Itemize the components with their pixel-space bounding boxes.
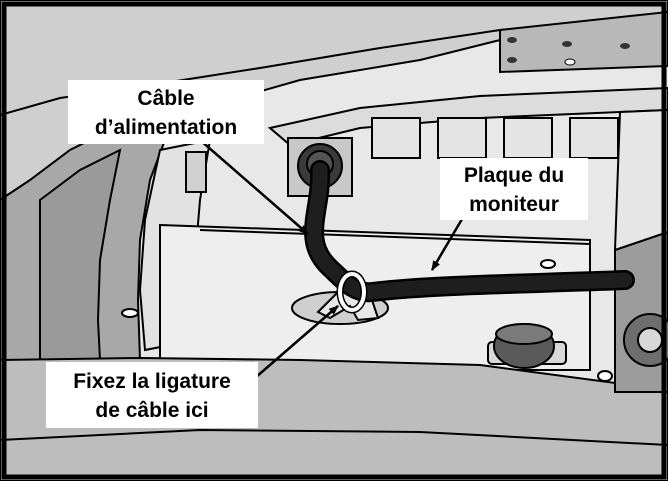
tie-label-line1: Fixez la ligature: [73, 370, 231, 393]
power-cable-label-line2: d’alimentation: [95, 116, 237, 139]
arrow-icon: [199, 139, 309, 235]
monitor-plate-label-line2: moniteur: [469, 193, 559, 216]
monitor-plate-label-line1: Plaque du: [464, 164, 564, 187]
upper-housing-lip: [267, 86, 668, 147]
panel-hole: [507, 37, 517, 43]
left-clip: [185, 151, 207, 193]
power-cable-label-line1: Câble: [137, 87, 194, 110]
panel-hole: [620, 43, 630, 49]
power-cable-label-box: [68, 80, 264, 144]
panel-hole: [564, 58, 576, 66]
plate-screw: [597, 370, 613, 382]
plate-screw: [121, 308, 139, 318]
arrow-icon: [430, 213, 467, 271]
plate-edge: [199, 229, 591, 245]
monitor-knob-center: [637, 327, 663, 353]
panel-hole: [507, 57, 517, 63]
monitor-right-panel: [613, 108, 668, 252]
arrow-icon: [247, 305, 339, 385]
monitor-plate-label-box: [440, 158, 588, 220]
top-right-panel: [499, 10, 668, 74]
lower-housing-edge: [0, 428, 668, 446]
cable-tie-band: [338, 272, 366, 312]
tie-label-box: [46, 362, 258, 428]
tie-label-line2: de câble ici: [95, 399, 208, 422]
plate-button-top: [495, 323, 553, 345]
plate-screw: [540, 259, 556, 269]
back-slots: [371, 117, 619, 159]
panel-hole: [562, 41, 572, 47]
monitor-bracket: [614, 230, 668, 393]
